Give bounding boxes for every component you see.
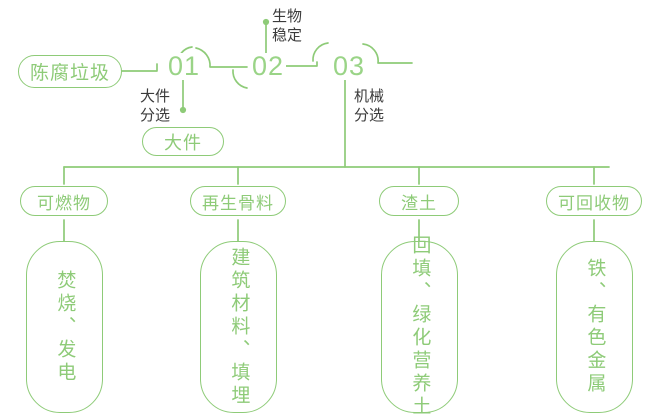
detail-box-3[interactable]: 回填、绿化营养土 xyxy=(381,235,458,419)
detail-box-4[interactable]: 铁、有色金属 xyxy=(556,241,633,413)
bracket-03-right xyxy=(362,43,413,64)
node-side-output-bulky-label: 大件 xyxy=(164,132,202,153)
bracket-02-left xyxy=(232,69,248,89)
detail-box-1[interactable]: 焚烧、发电 xyxy=(26,241,103,413)
node-output-2[interactable]: 再生骨料 xyxy=(190,186,286,216)
bracket-01-right xyxy=(195,47,248,68)
node-output-1[interactable]: 可燃物 xyxy=(20,186,108,216)
node-output-2-label: 再生骨料 xyxy=(202,193,274,213)
node-output-3-label: 渣土 xyxy=(401,193,437,213)
node-output-1-label: 可燃物 xyxy=(37,193,91,213)
node-source[interactable]: 陈腐垃圾 xyxy=(18,55,122,88)
wire-source-to-01 xyxy=(121,63,158,72)
detail-box-4-text: 铁、有色金属 xyxy=(584,258,606,396)
detail-box-3-text: 回填、绿化营养土 xyxy=(409,235,431,419)
dot-bio-stable xyxy=(262,18,270,26)
node-source-label: 陈腐垃圾 xyxy=(29,63,110,84)
node-side-output-bulky[interactable]: 大件 xyxy=(142,127,224,156)
node-output-4-label: 可回收物 xyxy=(558,193,630,213)
node-output-3[interactable]: 渣土 xyxy=(379,186,459,216)
bracket-03-left xyxy=(312,42,329,62)
detail-box-2-text: 建筑材料、填埋 xyxy=(228,246,250,408)
annotation-stage-02: 生物 稳定 xyxy=(272,8,303,44)
annotation-stage-01: 大件 分选 xyxy=(139,88,170,124)
stage-number-03: 03 xyxy=(331,51,368,81)
node-output-4[interactable]: 可回收物 xyxy=(546,186,642,216)
dot-bulky xyxy=(179,106,187,114)
bracket-02-right xyxy=(285,61,318,67)
stage-number-02: 02 xyxy=(250,51,287,81)
detail-box-2[interactable]: 建筑材料、填埋 xyxy=(200,241,277,413)
detail-box-1-text: 焚烧、发电 xyxy=(54,269,76,385)
annotation-stage-03: 机械 分选 xyxy=(354,88,385,124)
stage-number-01: 01 xyxy=(166,51,203,81)
